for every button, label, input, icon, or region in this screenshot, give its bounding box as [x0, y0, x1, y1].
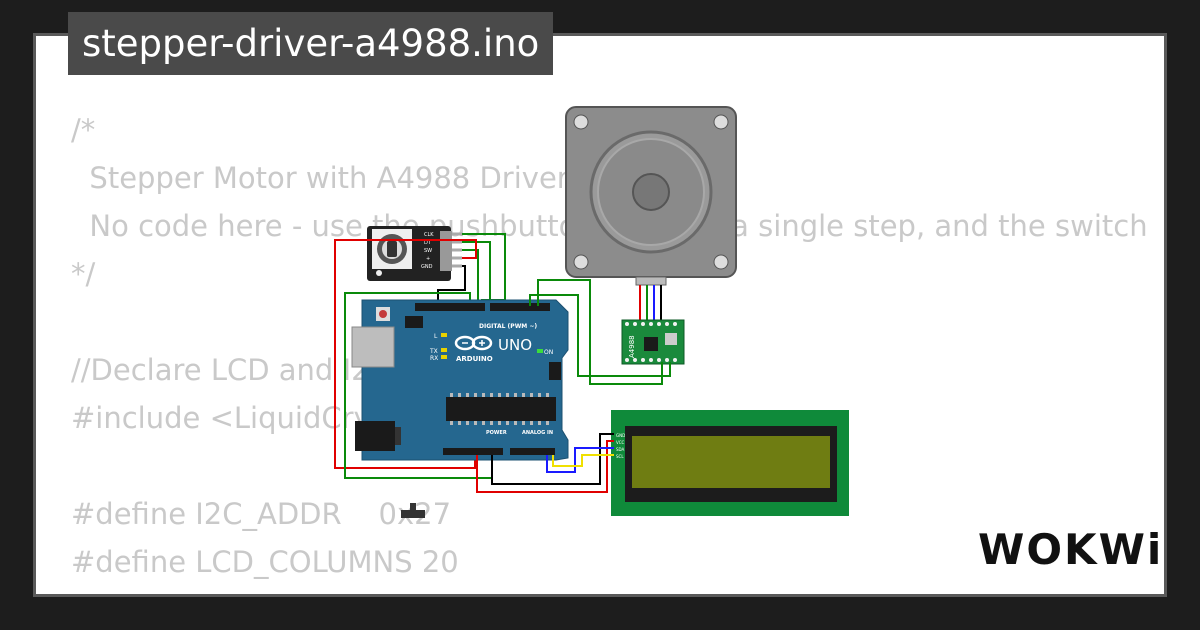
- lcd-wires: [476, 433, 614, 493]
- lcd-pin-gnd: GND: [616, 433, 625, 438]
- arduino-board-label: UNO: [498, 336, 532, 354]
- arduino-uno: DIGITAL (PWM ~) ARDUINO UNO ON L TX RX P…: [351, 299, 569, 461]
- encoder-pin-sw: SW: [424, 248, 432, 254]
- slide-switch: [401, 503, 425, 518]
- motor-coil-wires: [639, 285, 662, 323]
- arduino-analog-label: ANALOG IN: [522, 430, 553, 436]
- arduino-led-l-label: L: [434, 333, 438, 340]
- rotary-encoder: CLK DT SW + GND: [367, 226, 462, 281]
- encoder-pin-clk: CLK: [424, 232, 434, 238]
- code-line: Stepper Motor with A4988 Driver: [71, 161, 569, 195]
- wokwi-logo: WOKWi: [978, 525, 1164, 574]
- code-line: #define LCD_LINES 2: [71, 593, 398, 594]
- lcd-pin-vcc: VCC: [616, 440, 625, 445]
- code-line: */: [71, 257, 96, 291]
- driver-label: A4988: [628, 335, 636, 358]
- lcd-pin-scl: SCL: [616, 454, 624, 459]
- arduino-digital-label: DIGITAL (PWM ~): [479, 323, 537, 330]
- lcd-pin-sda: SDA: [616, 447, 625, 452]
- code-line: #define LCD_COLUMNS 20: [71, 545, 459, 579]
- arduino-tx-label: TX: [429, 348, 438, 355]
- driver-wires: [529, 279, 671, 385]
- stepper-motor: [565, 106, 737, 286]
- encoder-pin-plus: +: [426, 256, 430, 262]
- arduino-on-label: ON: [544, 349, 553, 356]
- arduino-maker-label: ARDUINO: [456, 355, 493, 363]
- encoder-pin-gnd: GND: [421, 264, 433, 270]
- arduino-logo-icon: [454, 335, 493, 351]
- a4988-driver: A4988: [621, 319, 685, 365]
- code-line: /*: [71, 113, 96, 147]
- arduino-rx-label: RX: [430, 355, 438, 362]
- lcd-display: GND VCC SDA SCL: [611, 410, 849, 516]
- arduino-power-label: POWER: [486, 430, 507, 436]
- encoder-pin-dt: DT: [424, 240, 432, 246]
- file-title: stepper-driver-a4988.ino: [68, 12, 554, 75]
